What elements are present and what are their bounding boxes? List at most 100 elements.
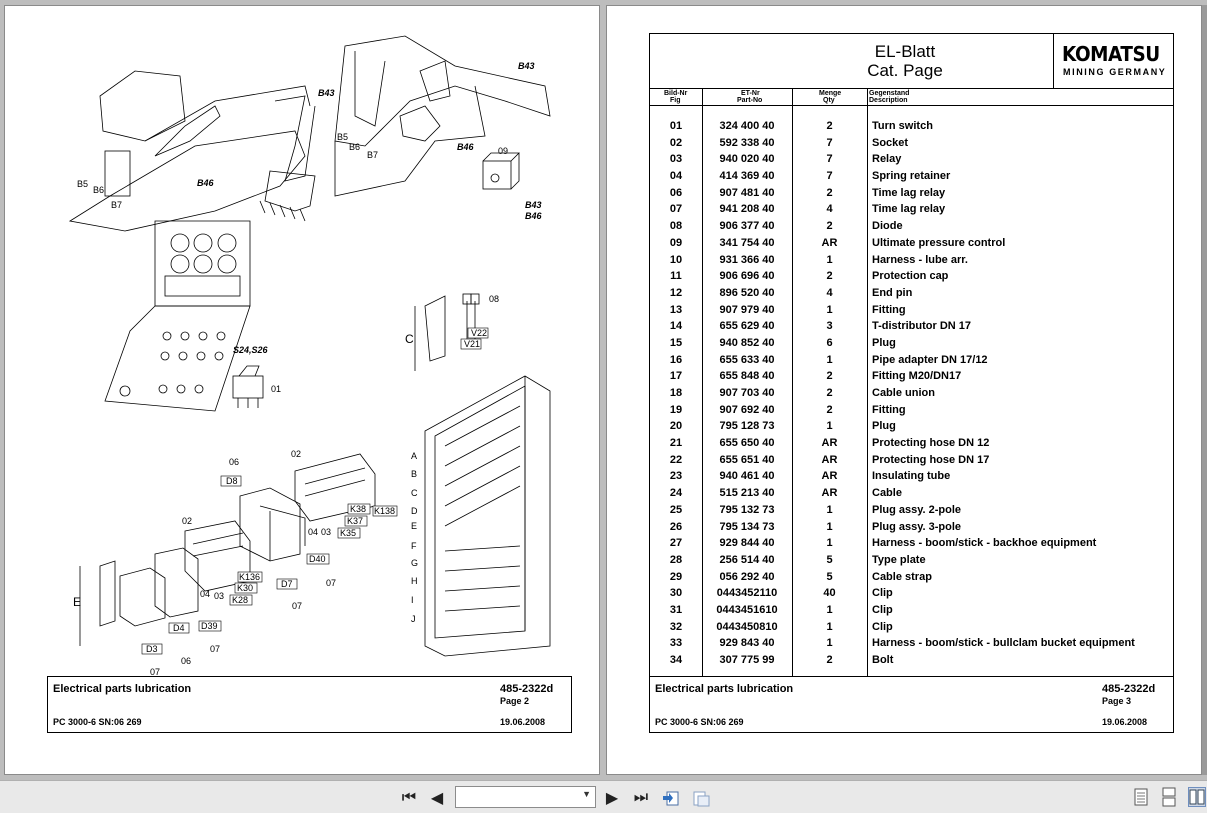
description-cell: Clip bbox=[872, 603, 893, 616]
fig-cell: 03 bbox=[669, 153, 683, 166]
footer-doc-number: 485-2322d bbox=[1102, 683, 1156, 695]
part-number-cell: 256 514 40 bbox=[719, 553, 775, 566]
quantity-cell: 5 bbox=[826, 570, 833, 583]
quantity-cell: 1 bbox=[826, 503, 833, 516]
fig-cell: 17 bbox=[669, 370, 683, 383]
callout-b46-3: B46 bbox=[525, 211, 543, 221]
quantity-cell: 7 bbox=[826, 136, 833, 149]
callout-03-2: 03 bbox=[214, 591, 224, 601]
title-line-1: EL-Blatt bbox=[874, 42, 936, 61]
part-number-cell: 906 696 40 bbox=[719, 270, 775, 283]
description-cell: Socket bbox=[872, 136, 909, 149]
page-4-edge bbox=[1202, 5, 1207, 775]
part-number-cell: 592 338 40 bbox=[719, 136, 775, 149]
page-select-dropdown[interactable]: ▼ bbox=[455, 786, 596, 808]
callout-02-2: 02 bbox=[182, 516, 192, 526]
callout-b43-3: B43 bbox=[525, 200, 542, 210]
fig-cell: 04 bbox=[669, 170, 683, 183]
fig-cell: 20 bbox=[669, 420, 683, 433]
part-number-cell: 414 369 40 bbox=[719, 170, 775, 183]
part-number-cell: 795 134 73 bbox=[719, 520, 775, 533]
quantity-cell: 3 bbox=[826, 320, 833, 333]
description-cell: Fitting M20/DN17 bbox=[872, 370, 962, 383]
description-cell: Time lag relay bbox=[872, 186, 946, 199]
column-divider bbox=[702, 89, 703, 677]
facing-pages-view-icon[interactable] bbox=[1188, 787, 1206, 807]
description-cell: Type plate bbox=[872, 553, 926, 566]
callout-d39: D39 bbox=[201, 621, 218, 631]
part-number-cell: 655 651 40 bbox=[719, 453, 775, 466]
first-page-icon[interactable]: ⏮ bbox=[401, 789, 417, 806]
callout-07-3: 07 bbox=[210, 644, 220, 654]
continuous-view-icon[interactable] bbox=[1160, 787, 1178, 807]
quantity-cell: 1 bbox=[826, 303, 833, 316]
quantity-cell: 1 bbox=[826, 620, 833, 633]
description-cell: Cable strap bbox=[872, 570, 932, 583]
catalog-title: EL-Blatt Cat. Page bbox=[850, 42, 960, 80]
fig-cell: 18 bbox=[669, 387, 683, 399]
quantity-cell: 2 bbox=[826, 186, 833, 199]
description-cell: Cable union bbox=[872, 387, 935, 399]
document-viewer[interactable]: B43 B43 B46 B46 B43 B46 B5 B6 B7 B5 B6 B… bbox=[0, 0, 1207, 780]
fig-cell: 14 bbox=[669, 320, 683, 333]
part-number-cell: 341 754 40 bbox=[719, 236, 775, 249]
part-number-cell: 056 292 40 bbox=[719, 570, 775, 583]
quantity-cell: 7 bbox=[826, 153, 833, 166]
fig-cell: 31 bbox=[669, 603, 683, 616]
next-page-icon[interactable]: ▶ bbox=[605, 790, 619, 807]
callout-b43: B43 bbox=[518, 61, 535, 71]
quantity-cell: 6 bbox=[826, 336, 833, 349]
description-cell: Insulating tube bbox=[872, 470, 951, 483]
callout-e: E bbox=[73, 595, 81, 609]
go-back-icon[interactable] bbox=[660, 787, 682, 809]
quantity-cell: 1 bbox=[826, 253, 833, 266]
part-number-cell: 907 481 40 bbox=[719, 186, 775, 199]
fig-cell: 10 bbox=[669, 253, 683, 266]
callout-k38: K38 bbox=[350, 504, 366, 514]
callout-07-4: 07 bbox=[150, 667, 160, 676]
last-page-icon[interactable]: ⏭ bbox=[633, 789, 649, 806]
previous-page-icon[interactable]: ◀ bbox=[430, 790, 444, 807]
quantity-cell: 7 bbox=[826, 170, 833, 183]
part-number-cell: 940 020 40 bbox=[719, 153, 775, 166]
part-number-cell: 515 213 40 bbox=[719, 487, 775, 500]
part-number-cell: 307 775 99 bbox=[719, 654, 775, 666]
description-cell: Clip bbox=[872, 620, 893, 633]
single-page-view-icon[interactable] bbox=[1132, 787, 1150, 807]
description-cell: T-distributor DN 17 bbox=[872, 320, 972, 333]
fig-cell: 34 bbox=[669, 654, 683, 666]
logo-wordmark: KOMATSU bbox=[1062, 42, 1160, 66]
quantity-cell: 2 bbox=[826, 120, 833, 132]
fig-cell: 06 bbox=[669, 186, 683, 199]
table-row: 06 907 481 40 2 Time lag relay bbox=[650, 185, 1173, 202]
footer-doc-number: 485-2322d bbox=[500, 683, 554, 695]
description-cell: Protecting hose DN 17 bbox=[872, 453, 990, 466]
go-forward-icon[interactable] bbox=[690, 787, 712, 809]
callout-v22: V22 bbox=[471, 328, 487, 338]
callout-d8: D8 bbox=[226, 476, 238, 486]
quantity-cell: 2 bbox=[826, 270, 833, 283]
callout-b7: B7 bbox=[111, 200, 122, 210]
callout-k37: K37 bbox=[347, 516, 363, 526]
cabinet-label-f: F bbox=[411, 541, 417, 551]
part-number-cell: 655 848 40 bbox=[719, 370, 775, 383]
callout-d3: D3 bbox=[146, 644, 158, 654]
description-cell: Diode bbox=[872, 220, 903, 233]
part-number-cell: 655 629 40 bbox=[719, 320, 775, 333]
column-divider bbox=[792, 89, 793, 677]
parts-drawing: B43 B43 B46 B46 B43 B46 B5 B6 B7 B5 B6 B… bbox=[5, 6, 601, 677]
callout-s24-s26: S24,S26 bbox=[233, 345, 269, 355]
callout-v21: V21 bbox=[464, 339, 480, 349]
description-cell: Time lag relay bbox=[872, 203, 946, 216]
